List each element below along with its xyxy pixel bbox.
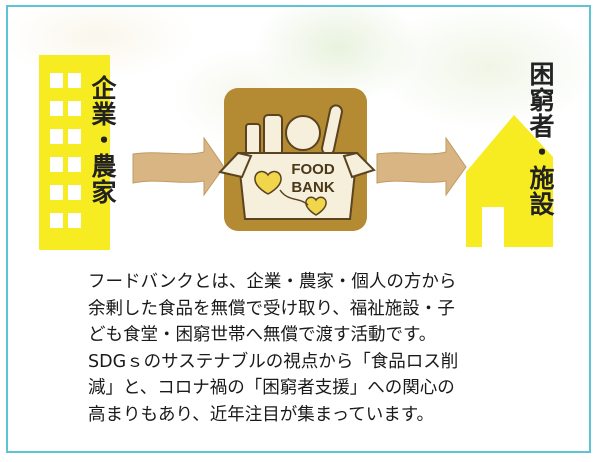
description-paragraph: フードバンクとは、企業・農家・個人の方から 余剰した食品を無償で受け取り、福祉施…: [88, 269, 548, 428]
description-line: 余剰した食品を無償で受け取り、福祉施設・子: [88, 298, 455, 319]
figure-frame: FOOD BANK 企業・農家 困窮者・施設 フードバンクとは、企業・農家・個人…: [6, 5, 591, 453]
food-label: FOOD: [291, 161, 334, 178]
description-line: 減」と、コロナ禍の「困窮者支援」への関心の: [88, 378, 455, 398]
description-line: フードバンクとは、企業・農家・個人の方から: [88, 272, 457, 292]
description-line: ども食堂・困窮世帯へ無償で渡す活動です。: [88, 325, 437, 345]
bank-label: BANK: [291, 179, 334, 196]
food-bank-box-icon: FOOD BANK: [218, 88, 376, 231]
description-line: 高まりもあり、近年注目が集まっています。: [88, 404, 434, 425]
needy-facilities-label: 困窮者・施設: [526, 61, 555, 217]
building-icon: [39, 55, 110, 250]
arrow-right-icon: [132, 136, 225, 197]
companies-farmers-label: 企業・農家: [88, 75, 117, 205]
description-line: SDGｓのサステナブルの視点から「食品ロス削: [88, 351, 459, 372]
arrow-right-icon: [376, 136, 467, 197]
house-icon: [466, 115, 553, 247]
food-bank-flow-diagram: FOOD BANK: [39, 55, 553, 250]
